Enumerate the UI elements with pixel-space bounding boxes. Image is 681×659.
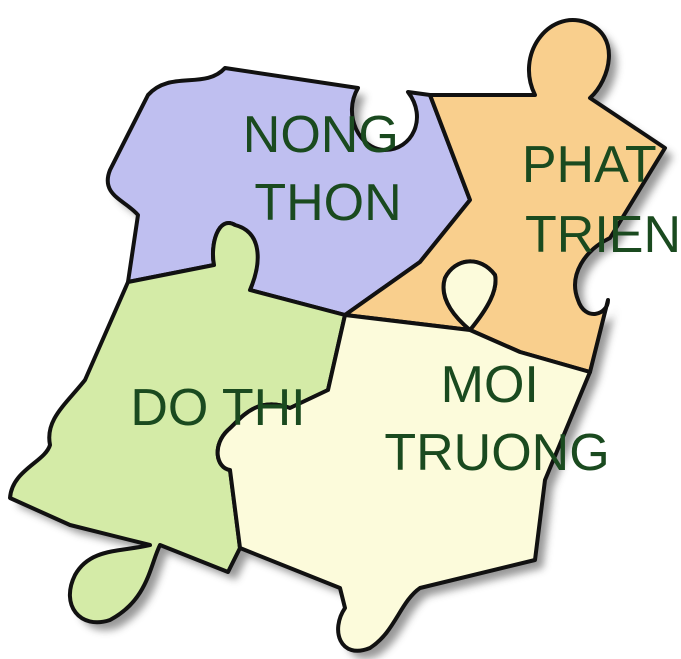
label-bottom-right-line-2: TRUONG — [384, 424, 609, 482]
label-top-left: NONG THON — [243, 106, 413, 232]
label-bottom-right: MOI TRUONG — [384, 356, 609, 482]
label-bottom-right-line-1: MOI — [441, 356, 539, 414]
label-top-right-line-2: TRIEN — [525, 206, 681, 264]
puzzle-piece-bottom-right — [215, 259, 592, 653]
label-top-right-line-1: PHAT — [522, 136, 656, 194]
label-top-left-line-2: THON — [254, 174, 401, 232]
label-bottom-left: DO THI — [130, 379, 305, 437]
label-bottom-left-line-1: DO THI — [130, 379, 305, 437]
label-top-left-line-1: NONG — [243, 106, 399, 164]
label-top-right: PHAT TRIEN — [522, 136, 681, 264]
puzzle-piece-bottom-left — [8, 221, 347, 625]
